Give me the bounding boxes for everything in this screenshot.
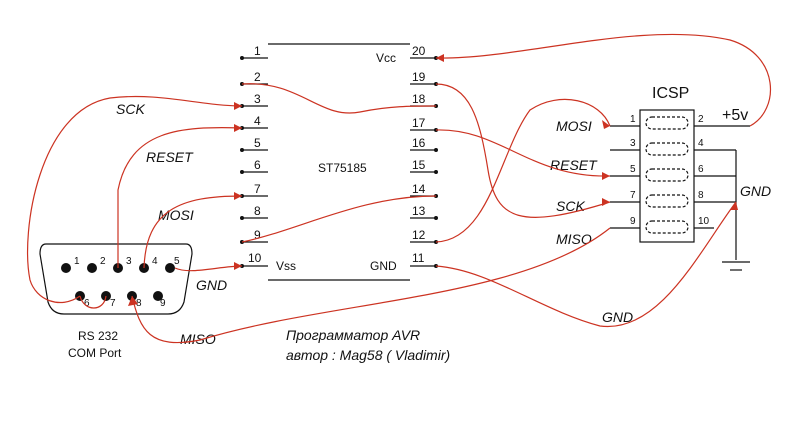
wire-vcc-5v — [435, 33, 772, 127]
icsp-pin-4: 4 — [698, 138, 704, 149]
chip-pin-10: 10 — [248, 251, 262, 265]
db9-pin-7: 7 — [110, 298, 116, 309]
chip-vss-label: Vss — [276, 259, 296, 273]
icsp-pin-3: 3 — [630, 138, 636, 149]
wire-reset-db9 — [117, 127, 243, 268]
chip-pin-3: 3 — [254, 92, 261, 106]
icsp-pin-7: 7 — [630, 190, 636, 201]
wire-sck-db9 — [27, 95, 243, 304]
icsp-pin-1: 1 — [630, 114, 636, 125]
icsp-header: ICSP 1 3 5 7 9 2 — [550, 85, 771, 271]
wires — [27, 33, 772, 344]
chip-pin-19: 19 — [412, 70, 426, 84]
icsp-pin-slots — [645, 116, 689, 234]
chip-pin-12: 12 — [412, 228, 426, 242]
icsp-pin-5: 5 — [630, 164, 636, 175]
chip-left-pin-lines — [242, 57, 268, 267]
chip-pin-15: 15 — [412, 158, 426, 172]
wire-dtr-loop — [79, 295, 107, 309]
signal-reset-label: RESET — [146, 149, 194, 165]
icsp-pin-lines — [610, 125, 750, 271]
wire-arrows — [128, 54, 738, 306]
signal-mosi-label: MOSI — [158, 207, 194, 223]
icsp-mosi-label: MOSI — [556, 118, 592, 134]
chip-vcc-label: Vcc — [376, 51, 396, 65]
icsp-miso-label: MISO — [556, 231, 592, 247]
chip-pin-8: 8 — [254, 204, 261, 218]
wire-mosi-db9 — [143, 195, 243, 269]
wire-17-reset — [435, 129, 611, 177]
db9-pin-5: 5 — [174, 256, 180, 267]
db9-label-line1: RS 232 — [78, 329, 118, 343]
chip-pin-6: 6 — [254, 158, 261, 172]
db9-pin-1: 1 — [74, 256, 80, 267]
chip-gnd-label: GND — [370, 259, 397, 273]
chip-pin-20: 20 — [412, 44, 426, 58]
icsp-sck-label: SCK — [556, 198, 585, 214]
icsp-pin-2: 2 — [698, 114, 704, 125]
chip-pin-18: 18 — [412, 92, 426, 106]
icsp-5v-label: +5v — [722, 107, 748, 124]
icsp-pin-8: 8 — [698, 190, 704, 201]
wire-18-reset — [241, 83, 437, 114]
wire-gnd-db9 — [174, 265, 243, 272]
caption-line1: Программатор AVR — [286, 327, 420, 343]
chip-pin-17: 17 — [412, 116, 426, 130]
icsp-title: ICSP — [652, 85, 689, 102]
chip-st75185: 1 2 3 4 5 6 7 8 9 10 20 19 18 17 16 15 1… — [240, 43, 438, 281]
db9-pin-4: 4 — [152, 256, 158, 267]
db9-pin-6: 6 — [84, 298, 90, 309]
db9-connector: 1 2 3 4 5 6 7 8 9 RS 232 COM Port GND MI… — [39, 243, 227, 360]
wire-miso-db9 — [131, 227, 611, 344]
signal-sck-label: SCK — [116, 101, 145, 117]
chip-name: ST75185 — [318, 161, 367, 175]
wire-12-mosi — [435, 98, 611, 243]
chip-pin-13: 13 — [412, 204, 426, 218]
db9-shell — [39, 243, 193, 315]
wire-19-sck — [435, 83, 611, 218]
db9-gnd-label: GND — [196, 277, 227, 293]
caption-line2: автор : Mag58 ( Vladimir) — [286, 347, 450, 363]
chip-right-pin-lines — [410, 57, 436, 267]
db9-pins — [61, 263, 175, 301]
db9-pin-2: 2 — [100, 256, 106, 267]
wire-14-9 — [241, 195, 437, 243]
icsp-pin-9: 9 — [630, 216, 636, 227]
icsp-pin-6: 6 — [698, 164, 704, 175]
chip-pin-1: 1 — [254, 44, 261, 58]
chip-pin-14: 14 — [412, 182, 426, 196]
chip-pin-2: 2 — [254, 70, 261, 84]
chip-pin-16: 16 — [412, 136, 426, 150]
wire-gnd-label: GND — [602, 309, 633, 325]
wire-gnd-icsp — [435, 201, 737, 328]
chip-pin-5: 5 — [254, 136, 261, 150]
db9-pin-3: 3 — [126, 256, 132, 267]
icsp-reset-label: RESET — [550, 157, 598, 173]
db9-label-line2: COM Port — [68, 346, 122, 360]
chip-pin-11: 11 — [412, 251, 425, 265]
chip-pin-9: 9 — [254, 228, 261, 242]
chip-pin-7: 7 — [254, 182, 261, 196]
icsp-pin-10: 10 — [698, 216, 710, 227]
db9-pin-8: 8 — [136, 298, 142, 309]
icsp-gnd-label: GND — [740, 183, 771, 199]
chip-pin-4: 4 — [254, 114, 261, 128]
db9-pin-9: 9 — [160, 298, 166, 309]
db9-miso-label: MISO — [180, 331, 216, 347]
